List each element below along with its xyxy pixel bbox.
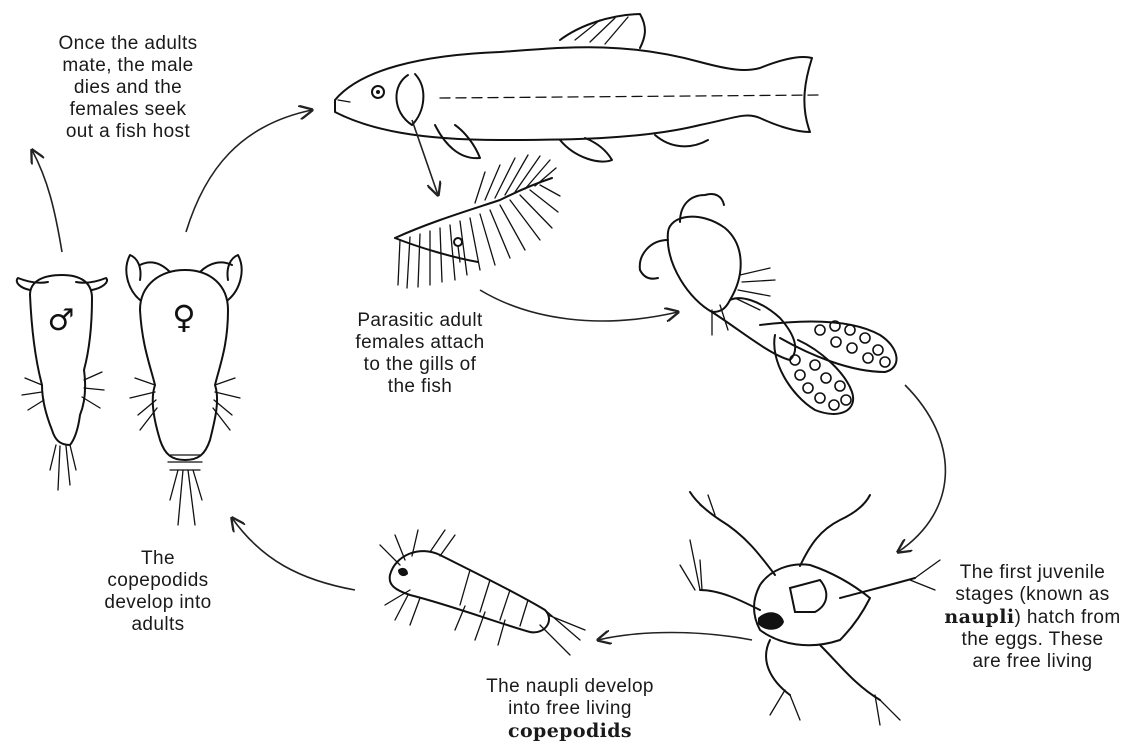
arrow-male-up (32, 150, 62, 252)
label-line: to the gills of (320, 354, 520, 376)
label-line: dies and the (28, 77, 228, 99)
term-copepodids: copepodids (508, 720, 632, 742)
label-line: out a fish host (28, 121, 228, 143)
arrow-eggs-to-nauplii (898, 385, 945, 552)
label-adults-mate: Once the adults mate, the male dies and … (28, 33, 228, 143)
label-line: mate, the male (28, 55, 228, 77)
label-line: Once the adults (28, 33, 228, 55)
label-line: The (68, 548, 248, 570)
label-line: are free living (925, 651, 1140, 673)
nauplius-larva-icon (680, 492, 940, 725)
label-line: females attach (320, 332, 520, 354)
term-nauplii: naupli (944, 606, 1014, 628)
arrow-copepodid-to-adults (232, 518, 355, 590)
label-develop-adults: The copepodids develop into adults (68, 548, 248, 636)
label-line: into free living (430, 698, 710, 720)
female-copepod-icon: ♀ (126, 255, 241, 525)
label-line: adults (68, 614, 248, 636)
label-copepodids: The naupli develop into free living cope… (430, 676, 710, 743)
label-line: The first juvenile (925, 562, 1140, 584)
label-line: females seek (28, 99, 228, 121)
label-line: Parasitic adult (320, 310, 520, 332)
label-parasitic-females: Parasitic adult females attach to the gi… (320, 310, 520, 398)
copepodid-icon (380, 530, 585, 655)
male-symbol: ♂ (48, 303, 75, 338)
label-line: copepodids (68, 570, 248, 592)
label-line: the fish (320, 376, 520, 398)
gill-filament-icon (395, 155, 560, 288)
arrow-fish-to-gill (412, 120, 438, 195)
label-line: the eggs. These (925, 629, 1140, 651)
fish-host-icon (335, 14, 820, 162)
label-line: copepodids (430, 720, 710, 743)
label-line: The naupli develop (430, 676, 710, 698)
label-fragment: ) hatch from (1014, 607, 1120, 628)
female-symbol: ♀ (172, 298, 195, 336)
arrow-nauplii-to-copepodid (598, 633, 752, 641)
label-line: naupli) hatch from (925, 606, 1140, 629)
label-nauplii-hatch: The first juvenile stages (known as naup… (925, 562, 1140, 673)
egg-bearing-female-icon (640, 194, 897, 414)
label-line: stages (known as (925, 584, 1140, 606)
label-line: develop into (68, 592, 248, 614)
male-copepod-icon: ♂ (17, 275, 107, 490)
